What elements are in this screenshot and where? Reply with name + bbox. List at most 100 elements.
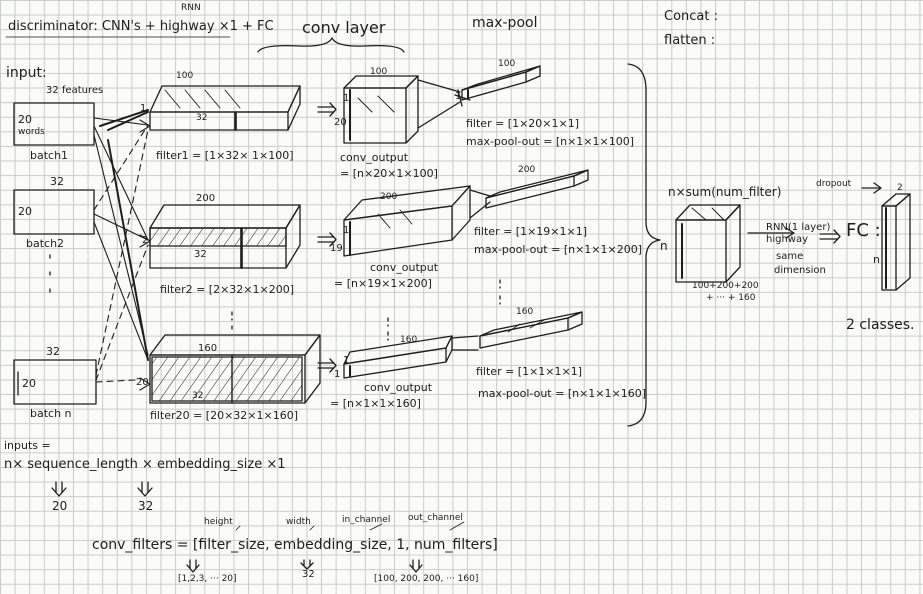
sum-note-1: 100+200+200: [692, 281, 759, 291]
inputs-label: inputs =: [4, 439, 51, 452]
in-channel-note: in_channel: [342, 515, 391, 525]
max-pool-heading: max-pool: [472, 15, 538, 31]
conv-output2-box: [343, 185, 471, 257]
batchn-height: 20: [22, 377, 36, 390]
classes-label: 2 classes.: [846, 317, 915, 333]
batchn-width: 32: [46, 345, 60, 358]
fc-width: 2: [897, 183, 903, 193]
filter20-shape: filter20 = [20×32×1×160]: [150, 409, 299, 422]
out-channel-note: out_channel: [408, 513, 463, 523]
filter2-width: 32: [194, 249, 207, 260]
bottom-arrows: [51, 481, 465, 573]
connection-lines: [93, 109, 151, 391]
conv-output1-label: conv_output: [340, 151, 409, 164]
pool3-depth: 160: [516, 307, 534, 317]
same-dimension-2: dimension: [774, 265, 826, 276]
batch1-rect: [13, 102, 95, 146]
conv-output1-shape: = [n×20×1×100]: [340, 167, 438, 180]
filter-sizes-note: [1,2,3, ··· 20]: [178, 574, 237, 584]
height-note: height: [204, 517, 233, 527]
filter1-depth: 100: [176, 71, 194, 81]
fc-label: FC :: [846, 220, 881, 241]
inputs-shape: n× sequence_length × embedding_size ×1: [4, 457, 286, 472]
filter20-box: [149, 334, 321, 404]
embedding-value: 32: [138, 499, 154, 513]
pool2-depth: 200: [518, 165, 536, 175]
pool3-filter: filter = [1×1×1×1]: [476, 365, 583, 378]
filter20-depth: 160: [198, 343, 218, 354]
seq-length-value: 20: [52, 499, 68, 513]
pool1-depth: 100: [498, 59, 516, 69]
fc-n: n: [873, 253, 880, 266]
conv-output2-width: 1: [343, 225, 350, 236]
batch2-height: 20: [18, 205, 32, 218]
dropout-label: dropout: [816, 179, 852, 189]
conv-output2-height: 19: [330, 243, 343, 254]
conv-output3-box: [343, 335, 453, 379]
conv-output1-box: [343, 75, 419, 144]
pool-bar2: [485, 169, 589, 209]
emb-size-note: 32: [302, 569, 315, 580]
conv-layer-brace: [257, 37, 405, 53]
concat-heading: Concat :: [664, 9, 718, 24]
pool2-out: max-pool-out = [n×1×1×200]: [474, 243, 643, 256]
conv-output1-height: 20: [334, 117, 347, 128]
conv-output3-height: 1: [334, 369, 341, 380]
concat-brace: [627, 63, 661, 427]
batch2-label: batch2: [26, 237, 65, 250]
flatten-heading: flatten :: [664, 33, 716, 48]
pool3-out: max-pool-out = [n×1×1×160]: [478, 387, 647, 400]
batch1-words: words: [18, 127, 45, 137]
batch2-rect: [13, 189, 95, 235]
width-note: width: [286, 517, 311, 527]
concat-shape: n×sum(num_filter): [668, 185, 782, 199]
batch2-width: 32: [50, 175, 64, 188]
batchn-label: batch n: [30, 407, 72, 420]
conv-output2-label: conv_output: [370, 261, 439, 274]
conv-arrows: [317, 102, 337, 373]
filter2-box: [149, 204, 301, 269]
sum-note-2: + ··· + 160: [706, 293, 756, 303]
conv-output3-label: conv_output: [364, 381, 433, 394]
features-label: 32 features: [46, 85, 104, 96]
input-label: input:: [6, 65, 47, 81]
pool1-out: max-pool-out = [n×1×1×100]: [466, 135, 635, 148]
filter2-height: 2: [142, 235, 149, 246]
conv-output1-width: 1: [343, 93, 350, 104]
pool1-height: 1: [455, 91, 462, 102]
filter2-shape: filter2 = [2×32×1×200]: [160, 283, 295, 296]
fc-arrow: [819, 229, 841, 244]
filter1-width: 32: [196, 113, 208, 123]
rnn-note: RNN: [181, 3, 201, 13]
filter20-width: 32: [192, 391, 204, 401]
conv-output3-shape: = [n×1×1×160]: [330, 397, 421, 410]
fc-box: [881, 193, 911, 291]
pool2-filter: filter = [1×19×1×1]: [474, 225, 588, 238]
pool-bar3: [479, 311, 583, 349]
concat-n: n: [660, 239, 668, 253]
diagram-title: discriminator: CNN's + highway ×1 + FC: [8, 19, 274, 34]
dropout-arrow: [861, 182, 882, 194]
conv-filters-formula: conv_filters = [filter_size, embedding_s…: [92, 537, 498, 553]
num-filters-note: [100, 200, 200, ··· 160]: [374, 574, 479, 584]
batch1-height: 20: [18, 113, 32, 126]
conv-output2-depth: 200: [380, 192, 398, 202]
filter20-height: 20: [136, 377, 149, 388]
filter1-shape: filter1 = [1×32× 1×100]: [156, 149, 294, 162]
conv-output3-depth: 160: [400, 335, 418, 345]
highway-arrow: [747, 227, 795, 239]
same-dimension-1: same: [776, 251, 804, 262]
filter2-depth: 200: [196, 193, 216, 204]
filter1-height: 1: [140, 103, 147, 114]
pool1-filter: filter = [1×20×1×1]: [466, 117, 580, 130]
pool-bar1: [461, 65, 541, 101]
conv-layer-heading: conv layer: [302, 18, 386, 37]
batch1-label: batch1: [30, 149, 69, 162]
conv-output1-depth: 100: [370, 67, 388, 77]
concat-box: [675, 204, 741, 283]
conv-output3-width: 1: [343, 355, 350, 366]
conv-output2-shape: = [n×19×1×200]: [334, 277, 432, 290]
highway-label: RNN(1 layer) highway: [766, 222, 831, 245]
